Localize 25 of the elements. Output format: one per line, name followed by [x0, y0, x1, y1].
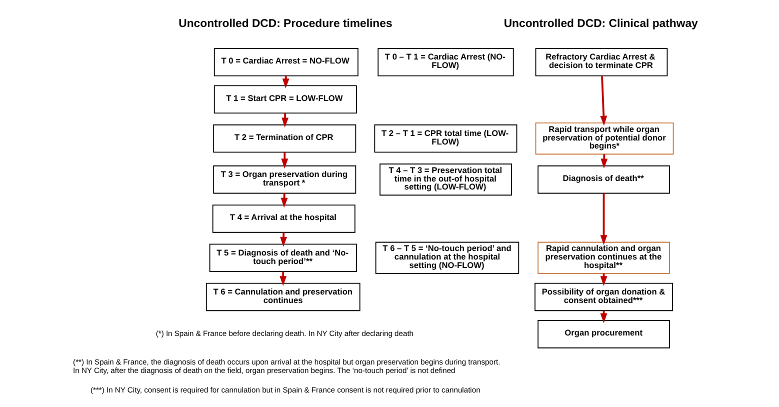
node-box: Rapid cannulation and organ preservation continues at the hospital**: [538, 242, 670, 274]
label: (**) In Spain & France, the diagnosis of death occurs upon arrival at the hospital but organ preservation begins during transport. In NY City, after the diagnosis of death on the field, organ preservation begins. The ‘no-touch period’ is not defined: [73, 358, 500, 375]
label: (*) In Spain & France before declaring death. In NY City after declaring death: [156, 329, 414, 338]
node-box: T 0 = Cardiac Arrest = NO-FLOW: [214, 48, 358, 76]
node-box: T 2 = Termination of CPR: [213, 124, 356, 153]
node-box: T 3 = Organ preservation during transport *: [213, 165, 356, 194]
node-box: Possibility of organ donation & consent obtained***: [534, 282, 673, 312]
node-box: Refractory Cardiac Arrest & decision to terminate CPR: [535, 48, 668, 76]
arrow: [600, 76, 608, 126]
node-box: T 4 – T 3 = Preservation total time in the out-of hospital setting (LOW-FLOW): [380, 164, 512, 196]
node-box: T 2 – T 1 = CPR total time (LOW-FLOW): [374, 124, 518, 153]
node-box: T 0 – T 1 = Cardiac Arrest (NO-FLOW): [378, 48, 514, 76]
arrow: [600, 193, 608, 246]
node-box: Diagnosis of death**: [538, 165, 670, 194]
node-box: T 5 = Diagnosis of death and ‘No-touch period’**: [209, 244, 357, 272]
label: Uncontrolled DCD: Procedure timelines: [178, 18, 392, 30]
label: (***) In NY City, consent is required for cannulation but in Spain & France consent is not required prior to cannulation: [90, 386, 480, 395]
node-box: T 4 = Arrival at the hospital: [212, 204, 356, 233]
node-box: T 6 – T 5 = ‘No-touch period’ and cannulation at the hospital setting (NO-FLOW): [375, 242, 520, 274]
node-box: Rapid transport while organ preservation of potential donor begins*: [535, 122, 674, 155]
arrow: [281, 152, 288, 169]
node-box: Organ procurement: [538, 320, 670, 348]
node-box: T 6 = Cannulation and preservation continues: [206, 282, 360, 312]
label: Uncontrolled DCD: Clinical pathway: [504, 18, 698, 30]
node-box: T 1 = Start CPR = LOW-FLOW: [214, 85, 357, 114]
